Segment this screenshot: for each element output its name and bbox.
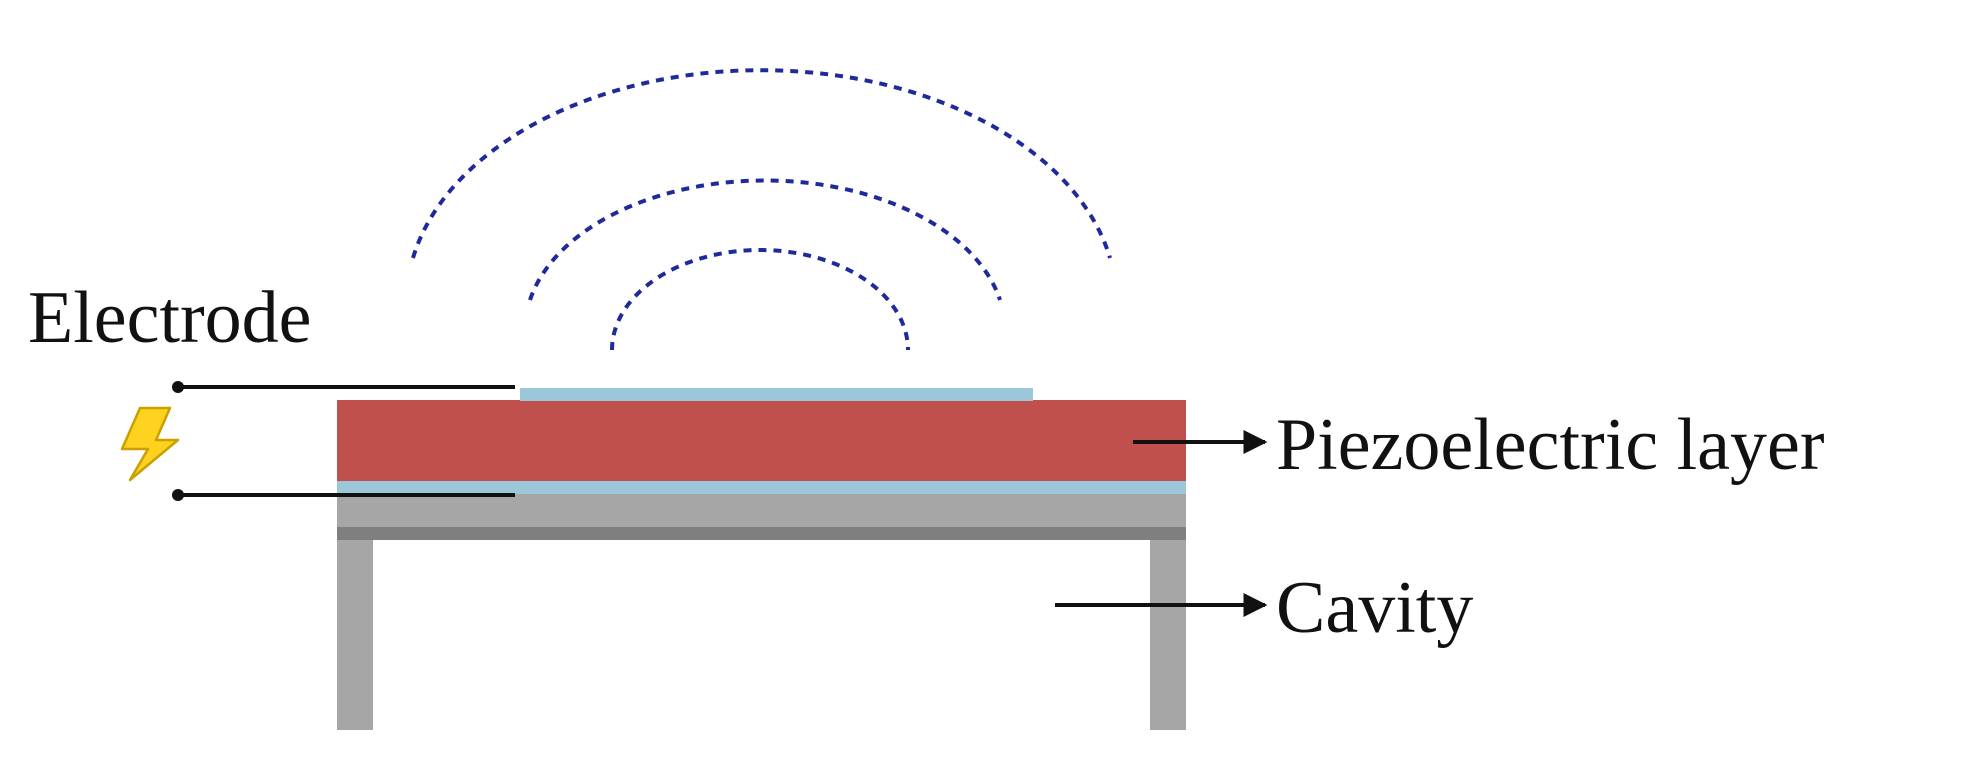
bottom-wire-terminal <box>172 489 184 501</box>
lightning-bolt-icon <box>120 406 180 482</box>
electrode-wires <box>172 381 515 501</box>
substrate-top-plate <box>337 493 1186 527</box>
bottom-electrode <box>337 481 1186 494</box>
cavity-label: Cavity <box>1276 567 1473 649</box>
wave-arc-outer <box>411 68 1112 259</box>
piezoelectric-layer-label: Piezoelectric layer <box>1276 404 1825 486</box>
wave-arc-inner <box>610 248 910 351</box>
top-wire-terminal <box>172 381 184 393</box>
top-electrode <box>520 388 1033 401</box>
acoustic-waves <box>411 68 1112 351</box>
electrode-label: Electrode <box>28 277 312 359</box>
substrate-top-plate-edge <box>337 527 1186 540</box>
substrate-frame <box>337 493 1186 730</box>
wave-arc-middle <box>528 178 1002 301</box>
substrate-right-wall <box>1150 540 1186 730</box>
piezoelectric-layer <box>337 400 1186 481</box>
substrate-left-wall <box>337 540 373 730</box>
